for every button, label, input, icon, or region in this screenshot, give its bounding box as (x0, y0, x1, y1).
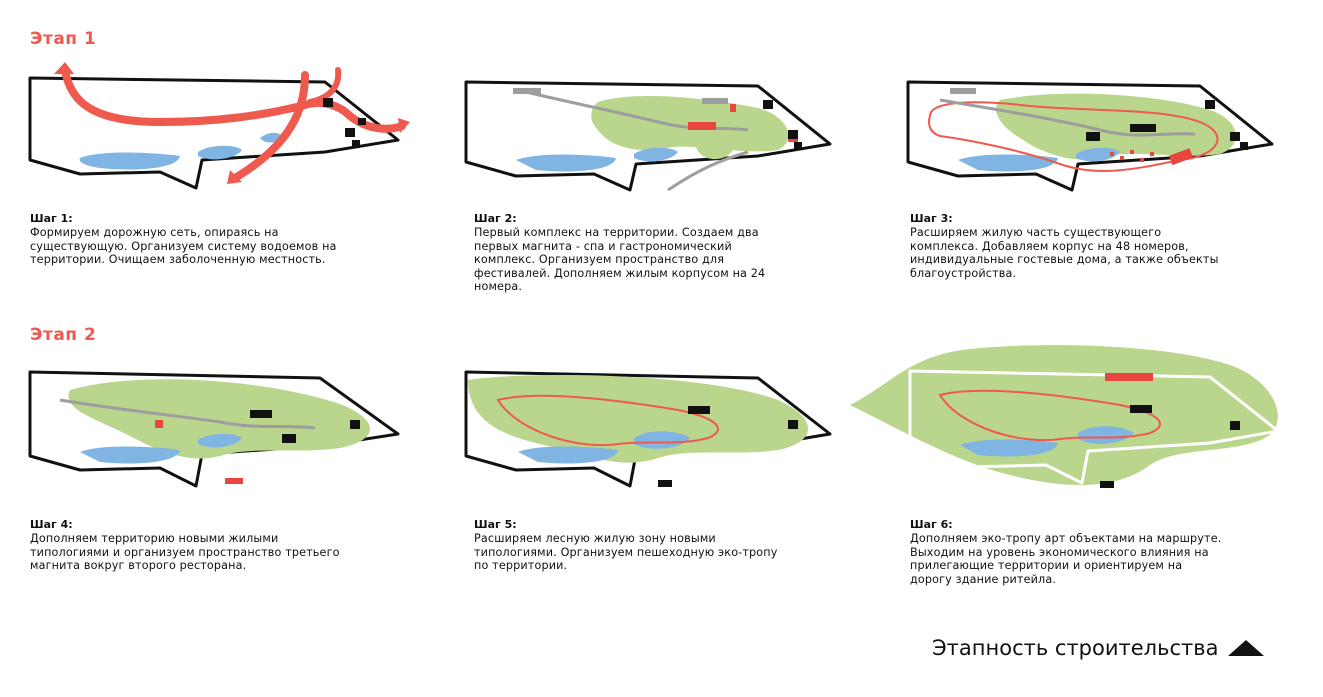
retail-building (1105, 373, 1153, 381)
water-body (634, 431, 690, 449)
eco-trail (496, 394, 719, 447)
water-body (198, 145, 242, 160)
existing-building (282, 434, 296, 443)
parking (702, 98, 728, 104)
existing-building (1240, 142, 1248, 150)
existing-building (1230, 421, 1240, 430)
existing-building (1130, 405, 1152, 413)
step-4-title: Шаг 4: (30, 518, 73, 531)
existing-building (1086, 132, 1100, 141)
step-5-site-plan (464, 370, 832, 488)
step-6-title: Шаг 6: (910, 518, 953, 531)
step-6-text: Дополняем эко-тропу арт объектами на мар… (910, 532, 1222, 586)
footer-title: Этапность строительства (932, 636, 1265, 660)
footer-label: Этапность строительства (932, 636, 1219, 660)
existing-building (788, 130, 798, 139)
step-4-description: Шаг 4: Дополняем территорию новыми жилым… (30, 518, 410, 573)
step-3-text: Расширяем жилую часть существующего комп… (910, 226, 1219, 280)
step-1-site-plan (28, 62, 410, 190)
existing-building (250, 410, 272, 418)
step-2-title: Шаг 2: (474, 212, 517, 225)
existing-building (794, 142, 802, 150)
existing-building (763, 100, 773, 109)
step-6-site-plan (850, 345, 1280, 488)
step-3-site-plan (906, 80, 1274, 192)
step-6-description: Шаг 6: Дополняем эко-тропу арт объектами… (910, 518, 1290, 586)
existing-building (688, 406, 710, 414)
guest-house (1150, 152, 1154, 156)
existing-building (323, 98, 333, 107)
step-2-description: Шаг 2: Первый комплекс на территории. Со… (474, 212, 854, 294)
road-arrow (61, 66, 406, 133)
water-body (516, 154, 616, 172)
step-5-title: Шаг 5: (474, 518, 517, 531)
step-1-description: Шаг 1: Формируем дорожную сеть, опираясь… (30, 212, 410, 267)
existing-building (1130, 124, 1156, 132)
water-body (79, 152, 180, 170)
green-area (996, 93, 1237, 160)
road-arrow (231, 71, 309, 182)
existing-building (1230, 132, 1240, 141)
stage-1-title: Этап 1 (30, 29, 97, 49)
step-4-text: Дополняем территорию новыми жилыми типол… (30, 532, 340, 572)
road-arrow (307, 67, 342, 105)
surrounding-green (850, 345, 1278, 485)
road (939, 98, 1196, 137)
existing-building (1205, 100, 1215, 109)
new-building (1168, 148, 1193, 166)
step-5-description: Шаг 5: Расширяем лесную жилую зону новым… (474, 518, 854, 573)
existing-building (345, 128, 355, 137)
new-building (730, 104, 736, 112)
water-body (958, 154, 1058, 172)
road (59, 398, 316, 430)
road (517, 88, 749, 132)
arrow-head (54, 62, 74, 74)
stage-2-title: Этап 2 (30, 325, 97, 345)
parking (513, 88, 541, 94)
step-5-text: Расширяем лесную жилую зону новыми типол… (474, 532, 778, 572)
road (667, 150, 749, 192)
water-body (1078, 426, 1134, 444)
step-3-title: Шаг 3: (910, 212, 953, 225)
guest-house (1120, 156, 1124, 160)
step-3-description: Шаг 3: Расширяем жилую часть существующе… (910, 212, 1290, 280)
existing-building (788, 420, 798, 429)
eco-trail (938, 389, 1161, 442)
step-2-site-plan (464, 80, 832, 192)
guest-house (1130, 150, 1134, 154)
water-body (1076, 147, 1120, 162)
water-body (198, 433, 242, 448)
triangle-up-icon (1228, 640, 1265, 656)
new-building (225, 478, 243, 484)
water-body (80, 446, 180, 464)
existing-building (352, 140, 360, 148)
water-body (634, 147, 678, 162)
water-body (960, 439, 1058, 457)
step-4-site-plan (28, 370, 400, 488)
site-boundary (908, 369, 1280, 485)
step-1-title: Шаг 1: (30, 212, 73, 225)
step-2-text: Первый комплекс на территории. Создаем д… (474, 226, 766, 293)
step-1-text: Формируем дорожную сеть, опираясь на сущ… (30, 226, 337, 266)
site-boundary (28, 76, 400, 190)
existing-building (350, 420, 360, 429)
water-body (518, 446, 618, 464)
arrow-head (227, 170, 242, 184)
guest-house (1110, 152, 1114, 156)
existing-building (358, 118, 366, 125)
guest-house (1140, 158, 1144, 162)
arrow-head (398, 118, 410, 133)
green-area (696, 121, 733, 160)
parking (950, 88, 976, 94)
new-building (688, 122, 716, 130)
existing-building (658, 480, 672, 487)
existing-building (1100, 481, 1114, 488)
new-building (155, 420, 163, 428)
